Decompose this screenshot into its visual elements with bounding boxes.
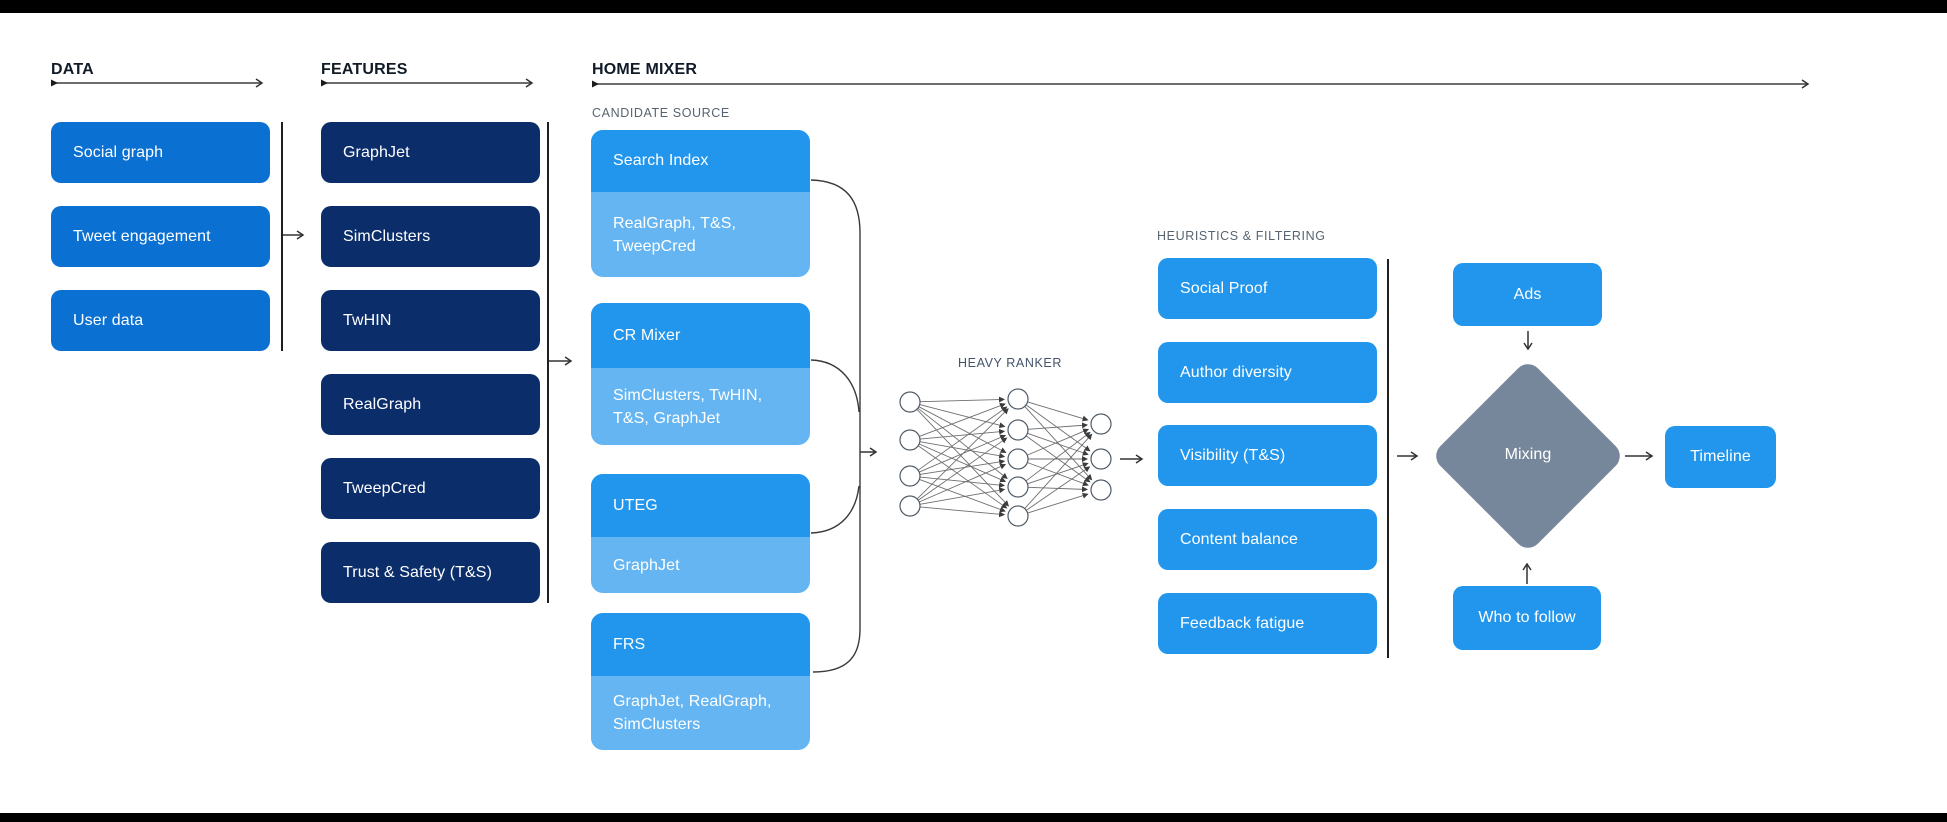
candidate-box-cr-mixer: CR Mixer SimClusters, TwHIN, T&S, GraphJ… [591, 303, 810, 445]
feature-box-realgraph: RealGraph [321, 374, 540, 435]
candidate-box-title: FRS [591, 613, 810, 676]
candidate-title-label: Search Index [613, 152, 709, 169]
bottom-black-bar [0, 813, 1947, 822]
home-mixer-section-title: HOME MIXER [592, 61, 698, 78]
data-box-social-graph: Social graph [51, 122, 270, 183]
feature-box-label: SimClusters [343, 227, 431, 245]
candidate-box-subsources: RealGraph, T&S, TweepCred [591, 192, 810, 277]
data-section-title: DATA [51, 61, 94, 78]
candidate-title-label: UTEG [613, 496, 658, 514]
candidate-box-uteg: UTEG GraphJet [591, 474, 810, 593]
candidate-source-label: CANDIDATE SOURCE [592, 106, 730, 120]
candidate-box-frs: FRS GraphJet, RealGraph, SimClusters [591, 613, 810, 750]
candidate-sub-label: GraphJet [613, 556, 680, 574]
candidate-box-title: UTEG [591, 474, 810, 537]
feature-box-label: TweepCred [343, 479, 426, 497]
timeline-box: Timeline [1665, 426, 1776, 488]
candidate-box-subsources: SimClusters, TwHIN, T&S, GraphJet [591, 368, 810, 445]
heuristic-box-label: Social Proof [1180, 279, 1268, 297]
candidate-sub-label: RealGraph, T&S, TweepCred [613, 214, 737, 255]
data-box-label: User data [73, 311, 144, 329]
candidate-box-search-index: Search Index RealGraph, T&S, TweepCred [591, 130, 810, 277]
timeline-label: Timeline [1690, 448, 1751, 465]
data-box-label: Tweet engagement [73, 227, 211, 245]
heuristic-box-label: Feedback fatigue [1180, 614, 1305, 632]
ads-label: Ads [1513, 285, 1542, 303]
ads-box: Ads [1453, 263, 1602, 326]
neural-network-nodes [899, 388, 1112, 527]
feature-box-label: GraphJet [343, 143, 410, 161]
candidate-box-title: CR Mixer [591, 303, 810, 368]
data-box-user-data: User data [51, 290, 270, 351]
feature-box-label: TwHIN [343, 311, 392, 329]
feature-box-label: Trust & Safety (T&S) [343, 563, 492, 581]
top-black-bar [0, 0, 1947, 13]
candidate-title-label: CR Mixer [613, 326, 681, 344]
feature-box-twhin: TwHIN [321, 290, 540, 351]
feature-box-tweepcred: TweepCred [321, 458, 540, 519]
data-box-tweet-engagement: Tweet engagement [51, 206, 270, 267]
feature-box-simclusters: SimClusters [321, 206, 540, 267]
heuristic-box-content-balance: Content balance [1158, 509, 1377, 570]
candidate-title-label: FRS [613, 635, 646, 653]
section-rules [51, 78, 1810, 89]
neural-network-edges [916, 396, 1093, 518]
heuristic-box-visibility: Visibility (T&S) [1158, 425, 1377, 486]
heuristic-box-social-proof: Social Proof [1158, 258, 1377, 319]
heavy-ranker-label: HEAVY RANKER [958, 356, 1062, 370]
feature-box-label: RealGraph [343, 395, 422, 413]
candidate-box-subsources: GraphJet [591, 537, 810, 593]
heuristics-filtering-label: HEURISTICS & FILTERING [1157, 229, 1326, 243]
candidate-sub-label: GraphJet, RealGraph, SimClusters [613, 693, 772, 733]
heuristic-box-label: Content balance [1180, 530, 1299, 548]
heuristic-box-feedback-fatigue: Feedback fatigue [1158, 593, 1377, 654]
candidate-sub-label: SimClusters, TwHIN, T&S, GraphJet [613, 386, 763, 427]
who-to-follow-box: Who to follow [1453, 586, 1601, 650]
candidate-collector-curves [810, 179, 861, 673]
candidate-box-title: Search Index [591, 130, 810, 192]
mixing-label: Mixing [1504, 446, 1552, 463]
features-section-title: FEATURES [321, 61, 408, 78]
data-box-label: Social graph [73, 143, 164, 161]
heuristic-box-label: Author diversity [1180, 363, 1292, 381]
heuristic-box-author-diversity: Author diversity [1158, 342, 1377, 403]
heuristic-box-label: Visibility (T&S) [1180, 446, 1286, 464]
who-to-follow-label: Who to follow [1478, 609, 1576, 626]
feature-box-trust-safety: Trust & Safety (T&S) [321, 542, 540, 603]
candidate-box-subsources: GraphJet, RealGraph, SimClusters [591, 676, 810, 750]
feature-box-graphjet: GraphJet [321, 122, 540, 183]
